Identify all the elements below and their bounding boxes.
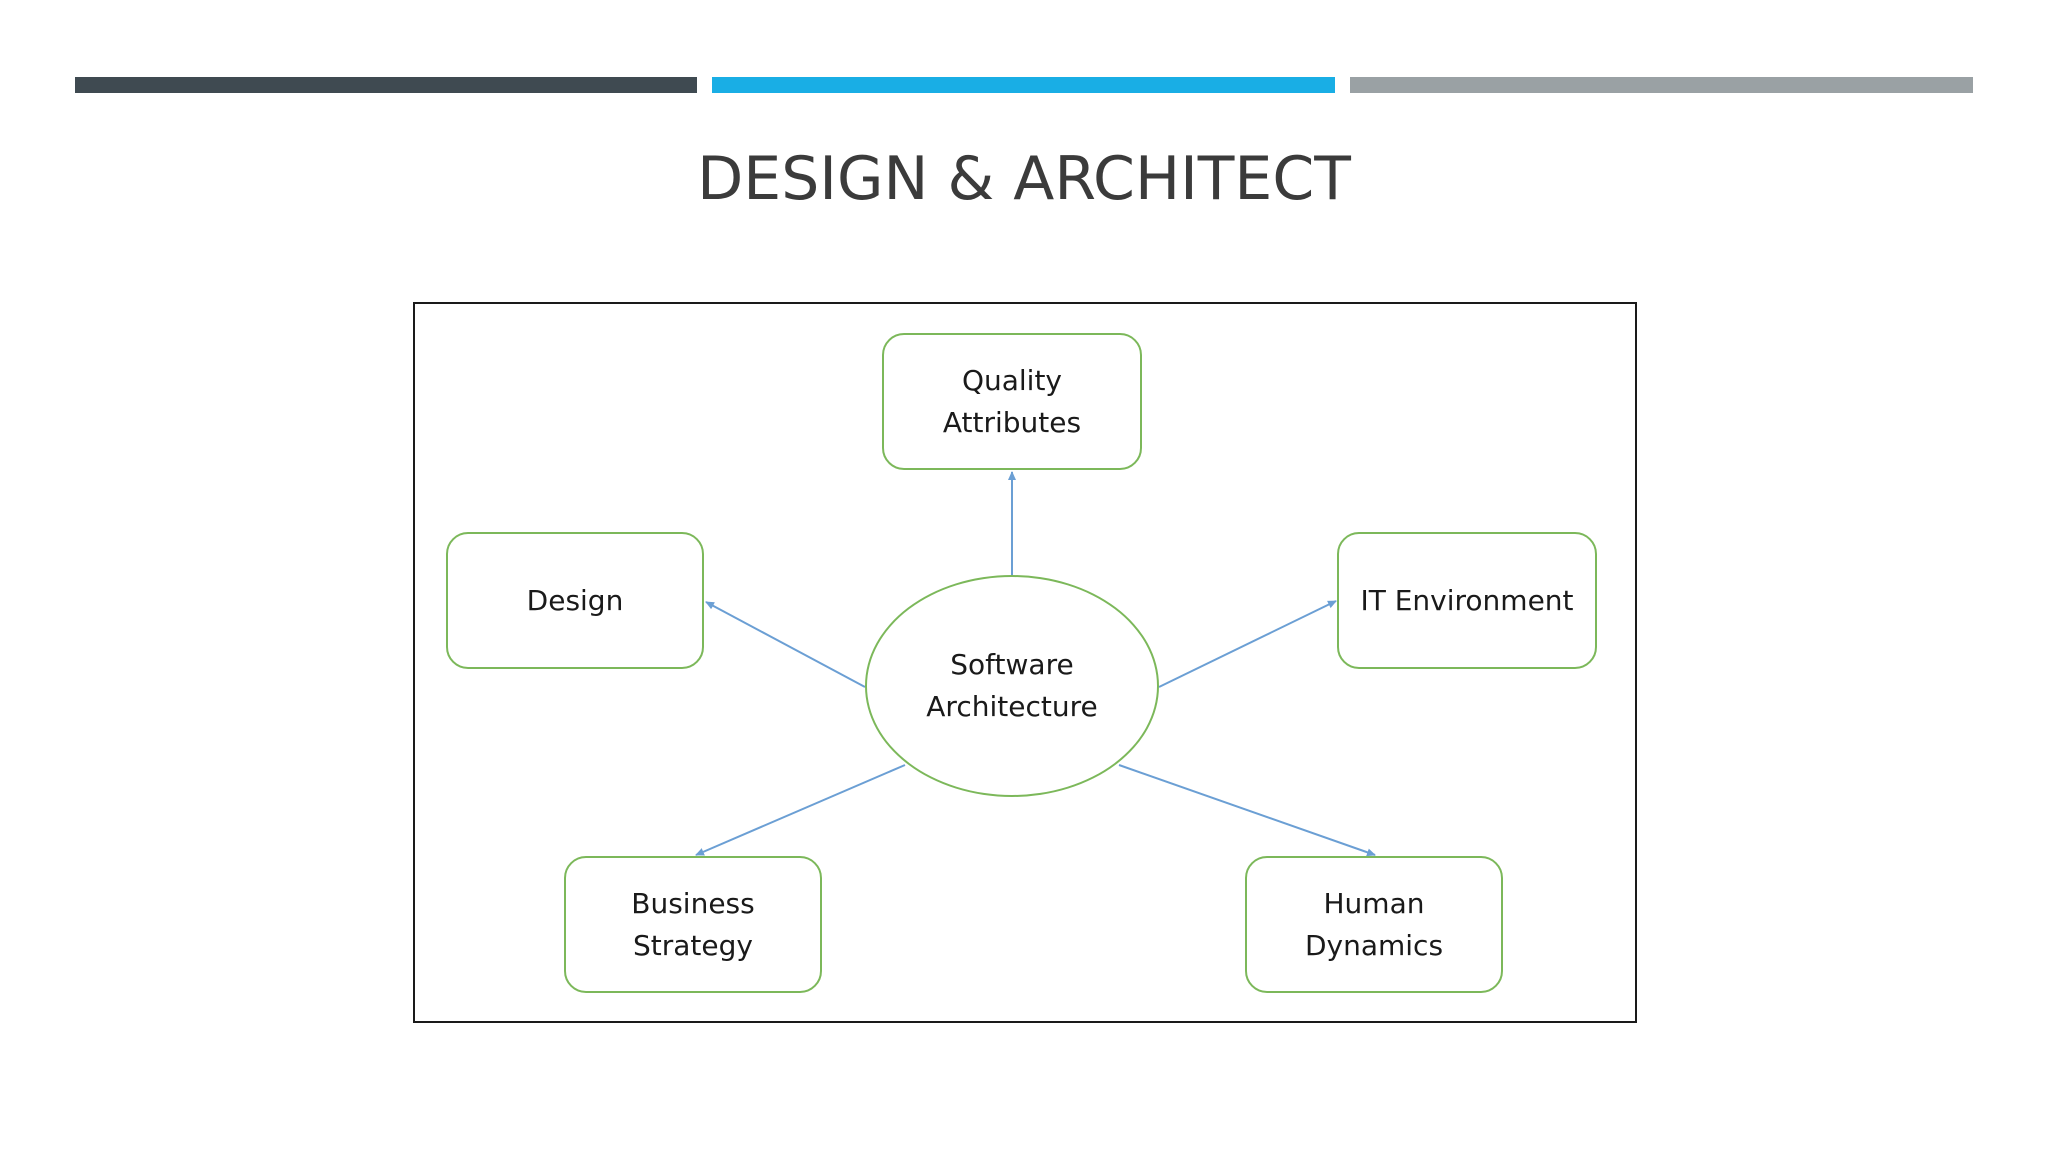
node-quality-attributes: Quality Attributes xyxy=(882,333,1142,470)
arrow-to-it-environment xyxy=(1158,600,1337,688)
node-human-dynamics: Human Dynamics xyxy=(1245,856,1503,993)
node-design-label: Design xyxy=(526,583,624,617)
diagram-connectors xyxy=(695,471,1376,857)
arrow-to-human-dynamics xyxy=(1118,764,1376,857)
node-software-architecture: Software Architecture xyxy=(865,575,1159,797)
accent-bar-dark xyxy=(75,77,697,93)
node-business-strategy: Business Strategy xyxy=(564,856,822,993)
node-design: Design xyxy=(446,532,704,669)
arrow-to-design xyxy=(705,601,866,688)
node-it-environment: IT Environment xyxy=(1337,532,1597,669)
node-software-architecture-label: Software Architecture xyxy=(926,648,1098,723)
node-business-strategy-label: Business Strategy xyxy=(631,886,755,962)
accent-bar-gray xyxy=(1350,77,1973,93)
node-it-environment-label: IT Environment xyxy=(1360,583,1574,617)
slide-title: DESIGN & ARCHITECT xyxy=(697,144,1351,214)
node-quality-attributes-label: Quality Attributes xyxy=(942,363,1082,439)
accent-bar-blue xyxy=(712,77,1335,93)
arrow-to-business-strategy xyxy=(695,764,906,856)
node-human-dynamics-label: Human Dynamics xyxy=(1304,886,1444,962)
diagram-frame: Quality Attributes Design IT Environment… xyxy=(413,302,1637,1023)
